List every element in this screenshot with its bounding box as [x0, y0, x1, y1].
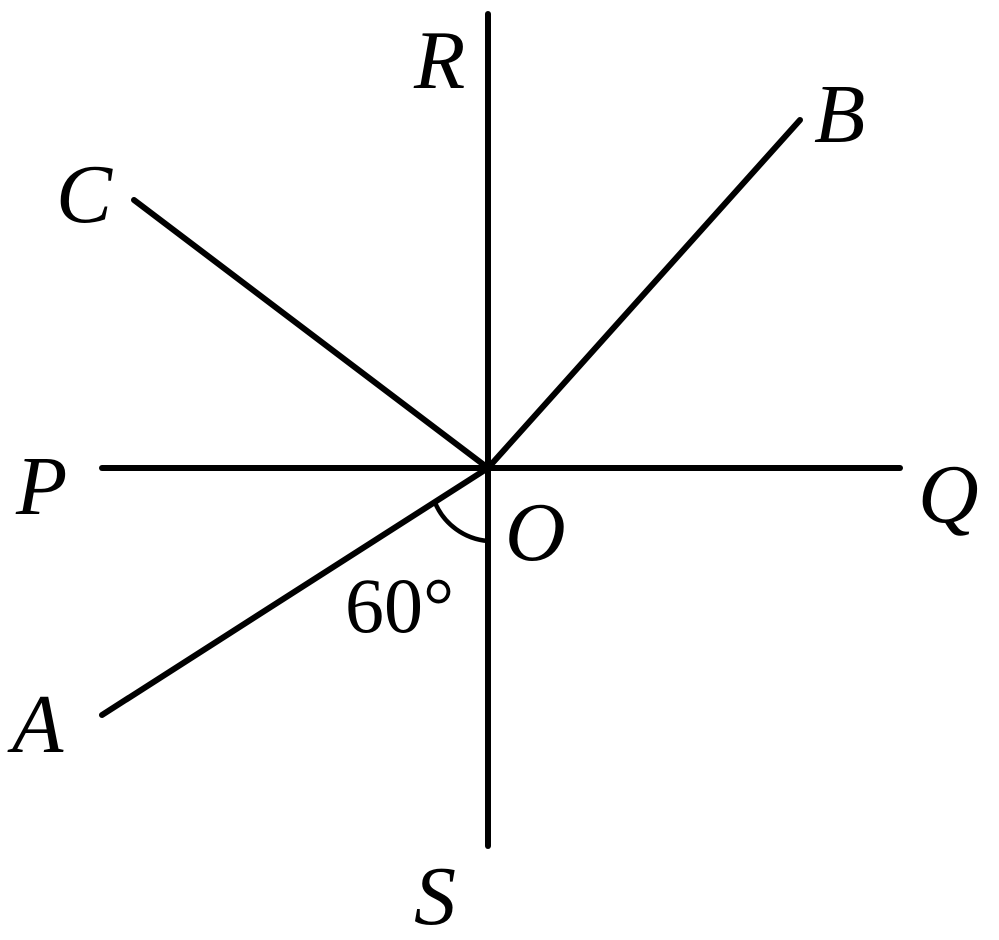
label-r: R	[413, 14, 465, 107]
angle-arc-aos	[432, 501, 489, 544]
ray-ob	[485, 117, 803, 471]
label-s: S	[414, 850, 456, 940]
label-q: Q	[918, 448, 979, 541]
label-p: P	[15, 440, 67, 533]
angle-measure-label: 60°	[345, 562, 454, 649]
label-b: B	[814, 68, 865, 161]
ray-oa	[99, 465, 491, 718]
label-a: A	[7, 678, 64, 771]
label-o: O	[505, 486, 566, 579]
ray-oc	[131, 197, 491, 471]
label-c: C	[56, 148, 113, 241]
